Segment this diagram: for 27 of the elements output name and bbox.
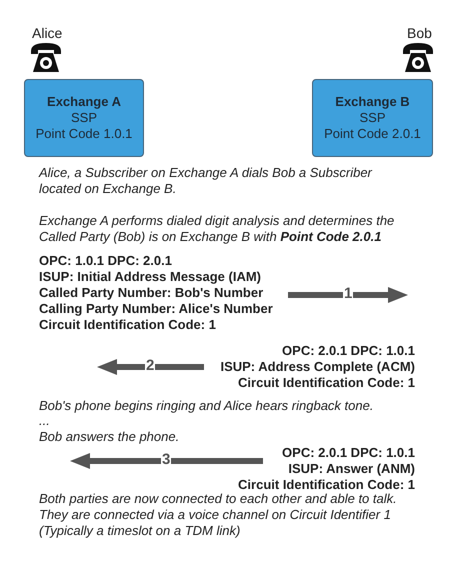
node-text: SSP <box>359 110 386 126</box>
node-title: Exchange A <box>47 94 121 110</box>
message-line: ISUP: Address Complete (ACM) <box>220 359 415 375</box>
description-text: Bob's phone begins ringing and Alice hears ringback tone. <box>39 398 374 414</box>
message-line: ISUP: Initial Address Message (IAM) <box>39 269 262 285</box>
message-line: OPC: 1.0.1 DPC: 2.0.1 <box>39 253 172 269</box>
node-text: SSP <box>70 110 97 126</box>
message-line: Called Party Number: Bob's Number <box>39 285 264 301</box>
message-line: OPC: 2.0.1 DPC: 1.0.1 <box>282 343 415 359</box>
message-line: Circuit Identification Code: 1 <box>39 317 216 333</box>
person-name: Alice <box>32 25 62 41</box>
exchange-box <box>312 79 433 157</box>
person-name: Bob <box>407 25 432 41</box>
description-text: ... <box>39 413 51 429</box>
message-line: Circuit Identification Code: 1 <box>238 375 415 391</box>
message-line: ISUP: Answer (ANM) <box>288 461 415 477</box>
description-text: Alice, a Subscriber on Exchange A dials Bob a Subscriber located on Exchange B. <box>39 165 374 197</box>
message-line: Circuit Identification Code: 1 <box>238 477 415 493</box>
message-line: OPC: 2.0.1 DPC: 1.0.1 <box>282 445 415 461</box>
description-text: Exchange A performs dialed digit analysis and determines the Called Party (Bob) is on Exchange B with Point Code 2.0.1 <box>39 213 396 245</box>
description-text: Bob answers the phone. <box>39 429 180 445</box>
node-title: Exchange B <box>335 94 410 110</box>
message-line: Calling Party Number: Alice's Number <box>39 301 273 317</box>
node-text: Point Code 1.0.1 <box>36 126 132 142</box>
description-text: Both parties are now connected to each other and able to talk. They are connected via a voice channel on Circuit Identifier 1 (Typically a timeslot on a TDM link) <box>39 491 398 539</box>
exchange-box <box>24 79 144 157</box>
node-text: Point Code 2.0.1 <box>324 126 421 142</box>
